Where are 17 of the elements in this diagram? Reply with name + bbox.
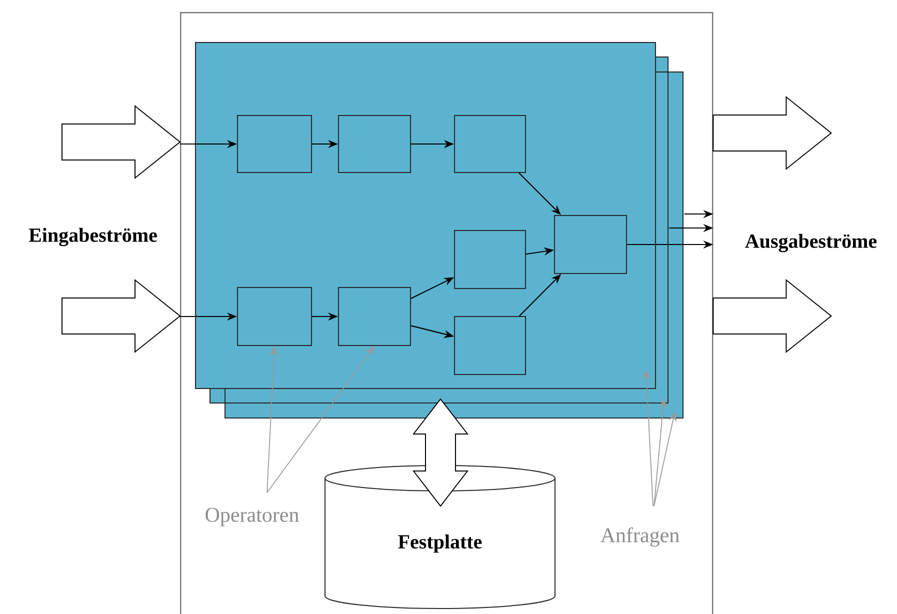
callout-text: Anfragen xyxy=(600,527,680,547)
operator-box xyxy=(237,287,312,346)
operator-box xyxy=(338,115,411,173)
stream-label: Ausgabeströme xyxy=(745,234,877,252)
callout-text: Operatoren xyxy=(206,508,299,526)
operator-box xyxy=(454,230,526,289)
operator-box xyxy=(454,316,526,375)
operator-box xyxy=(237,115,312,173)
block-arrow xyxy=(712,278,832,354)
block-arrow xyxy=(62,278,181,354)
block-arrow xyxy=(62,104,181,180)
operator-box xyxy=(454,115,526,173)
block-arrow xyxy=(712,96,832,170)
operator-box xyxy=(554,215,627,274)
operator-box xyxy=(338,287,411,346)
stream-label: Eingabeströme xyxy=(28,228,157,246)
disk-cylinder: Festplatte xyxy=(324,465,556,609)
